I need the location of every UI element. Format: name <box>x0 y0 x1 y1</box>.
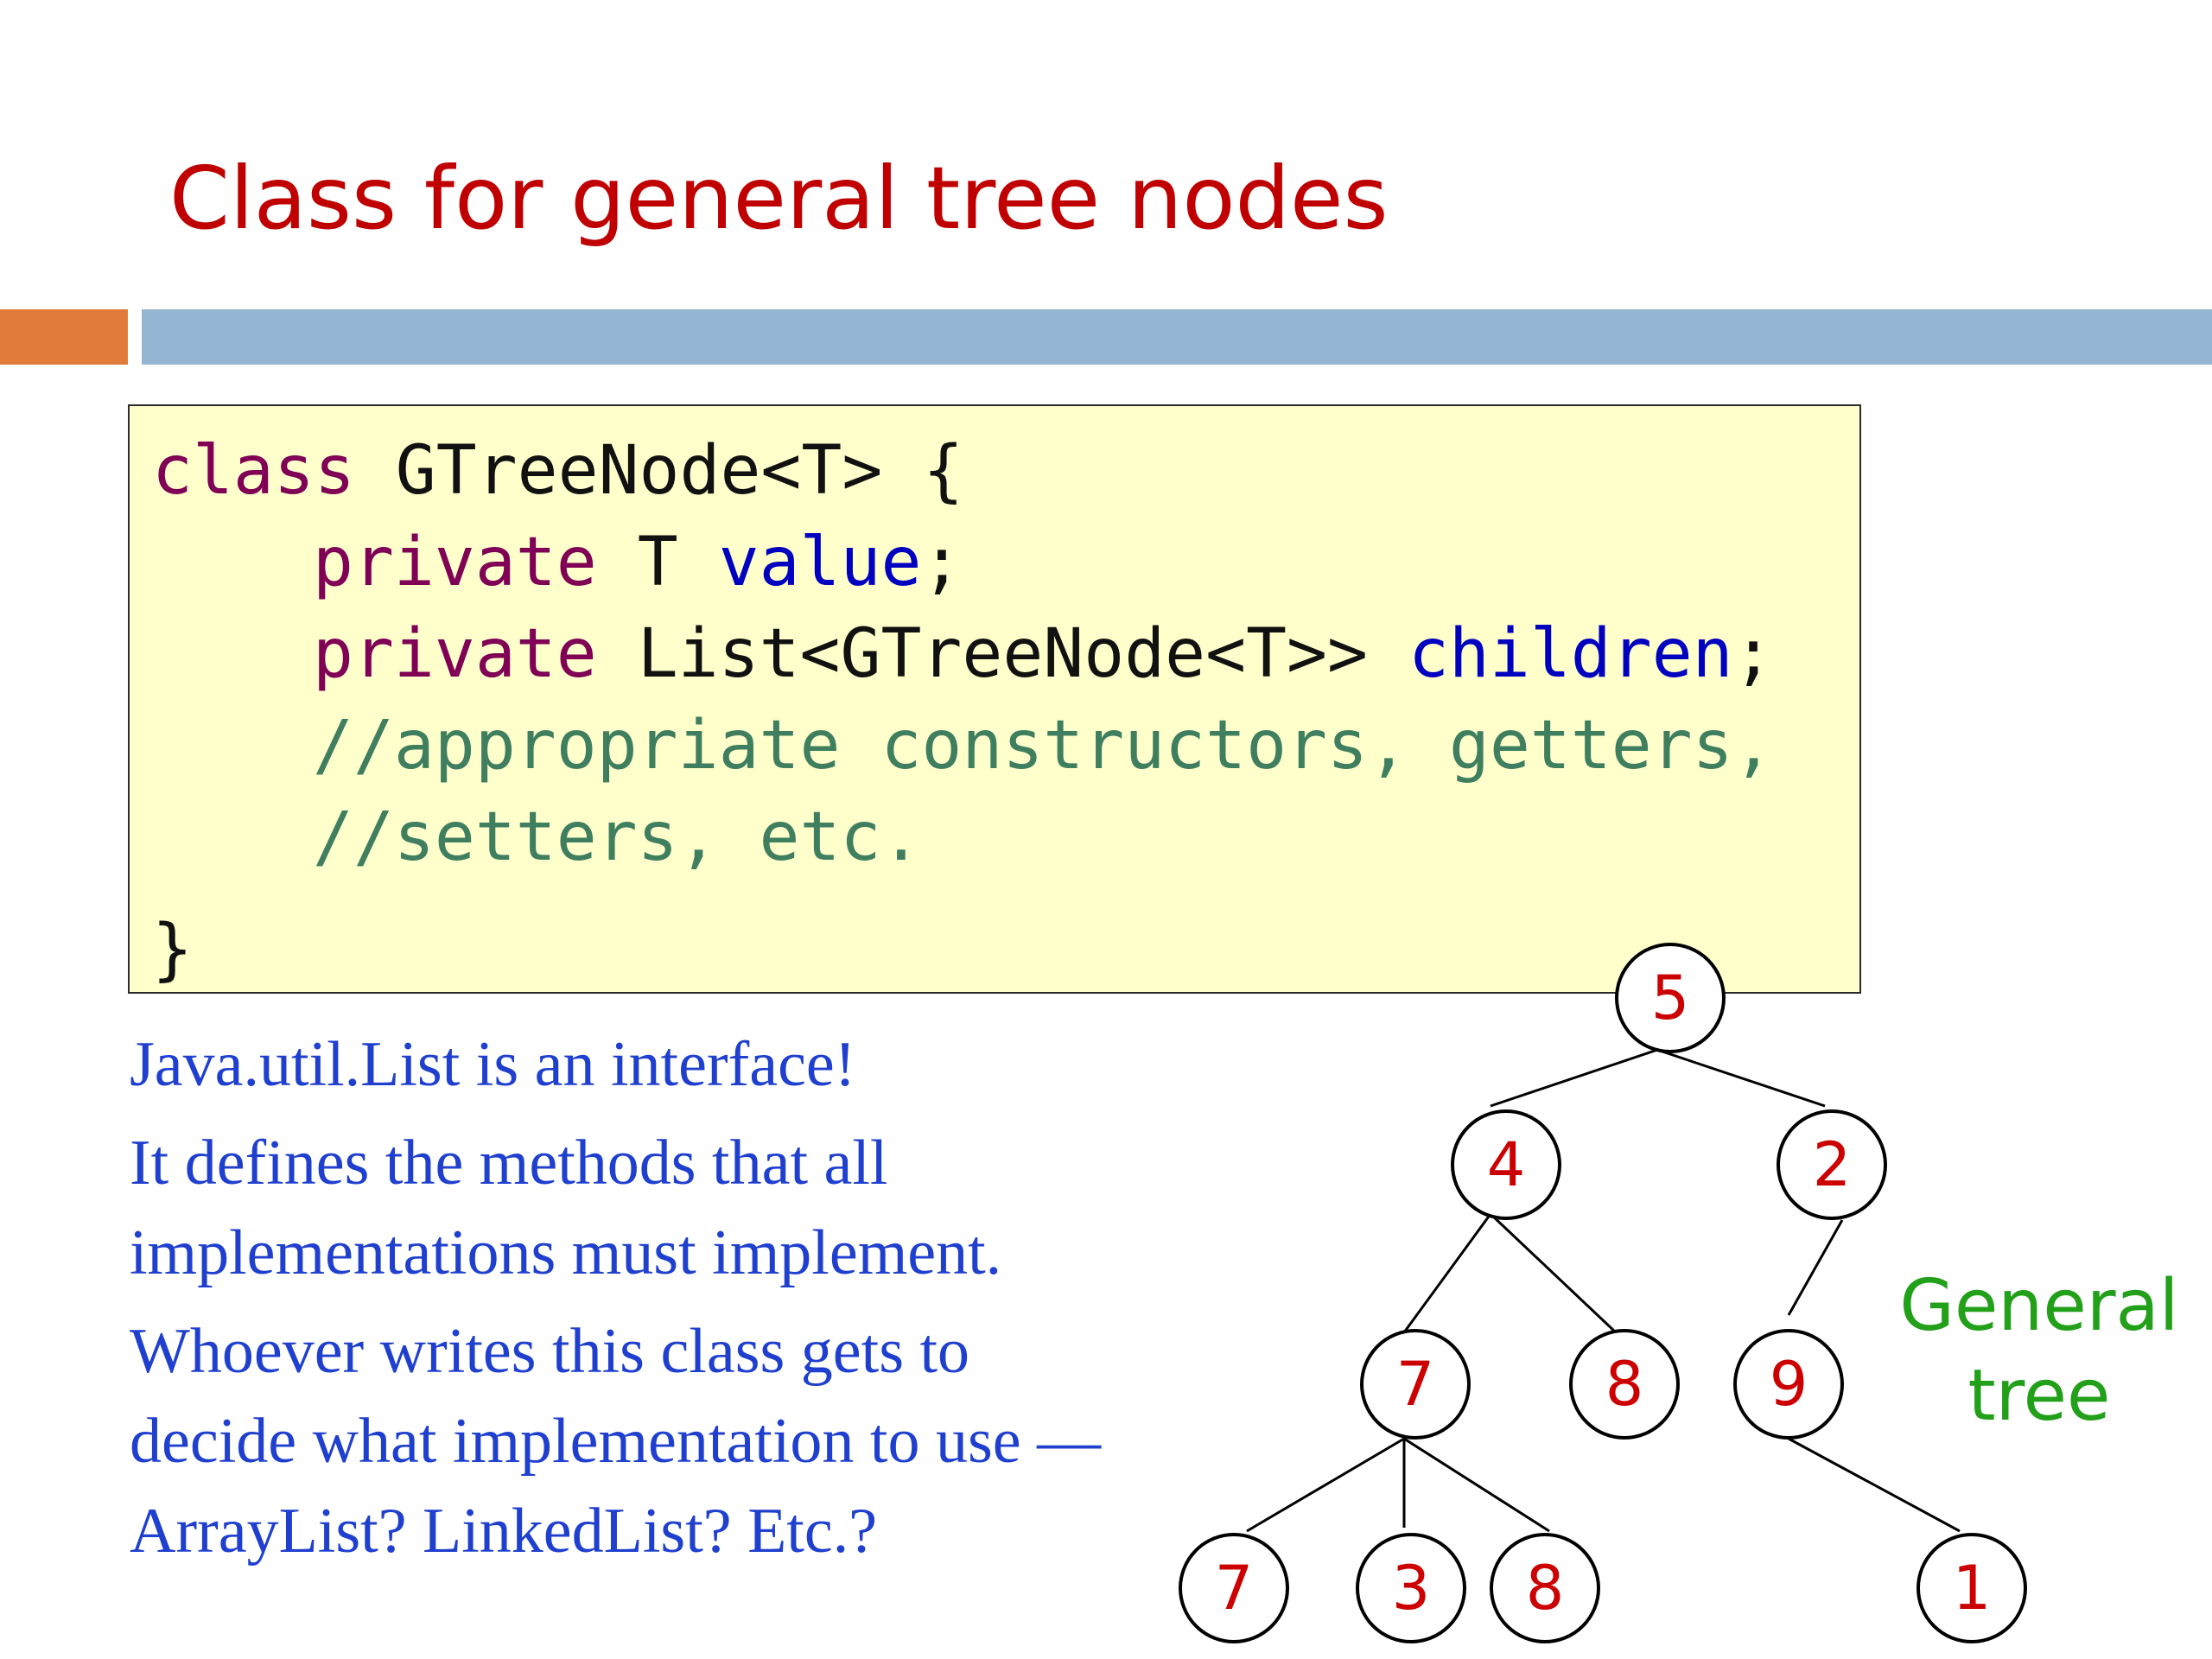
code-class-signature: GTreeNode<T> { <box>354 432 964 510</box>
tree-node <box>1451 1109 1561 1220</box>
tree-node-label: 2 <box>1813 1129 1852 1200</box>
code-closing-brace: } <box>152 911 193 988</box>
tree-node <box>1569 1329 1680 1440</box>
tree-edge <box>1788 1437 1961 1533</box>
general-tree-label-line: tree <box>1967 1355 2111 1437</box>
tree-node-label: 7 <box>1396 1349 1435 1420</box>
code-line-closing-brace: } <box>152 904 1859 995</box>
code-type: T <box>596 524 719 601</box>
code-line-value-field: private T value; <box>152 517 1859 608</box>
tree-node <box>1490 1533 1600 1643</box>
tree-edge <box>1489 1212 1618 1334</box>
tree-edge <box>1787 1219 1844 1316</box>
tree-node <box>1777 1109 1887 1220</box>
tree-node <box>1916 1533 2027 1643</box>
note-line: Java.util.List is an interface! <box>130 1029 856 1100</box>
tree-edge <box>1402 1213 1492 1333</box>
note-line: decide what implementation to use — <box>130 1406 1102 1477</box>
code-line-children-field: private List<GTreeNode<T>> children; <box>152 608 1859 700</box>
tree-edge <box>1246 1437 1405 1533</box>
code-comment: //appropriate constructors, getters, <box>313 707 1774 785</box>
tree-node-label: 1 <box>1953 1553 1992 1624</box>
code-line-class-declaration: class GTreeNode<T> { <box>152 425 1859 517</box>
tree-node <box>1615 943 1726 1053</box>
title-accent-bar-blue <box>142 309 2212 365</box>
tree-node <box>1733 1329 1844 1440</box>
tree-edge <box>1656 1048 1826 1108</box>
notes-text-block: Java.util.List is an interface! It defin… <box>130 1020 1253 1576</box>
code-semicolon: ; <box>921 524 963 601</box>
tree-node <box>1356 1533 1466 1643</box>
code-block: class GTreeNode<T> { private T value; pr… <box>128 404 1861 994</box>
slide-title: Class for general tree nodes <box>169 148 1389 249</box>
code-semicolon: ; <box>1732 615 1774 693</box>
title-accent-bar-orange <box>0 309 128 365</box>
code-type: List<GTreeNode<T>> <box>596 615 1408 693</box>
note-line: Whoever writes this class gets to <box>130 1316 970 1387</box>
tree-node-label: 7 <box>1215 1553 1254 1624</box>
note-line: implementations must implement. <box>130 1217 1002 1288</box>
code-field-name: value <box>718 524 922 601</box>
general-tree-label-line: General <box>1899 1265 2179 1347</box>
tree-node-label: 5 <box>1651 963 1690 1033</box>
note-line: It defines the methods that all <box>130 1128 888 1198</box>
code-line-comment: //appropriate constructors, getters, <box>152 700 1859 791</box>
tree-node-label: 8 <box>1526 1553 1565 1624</box>
code-comment: //setters, etc. <box>313 798 922 876</box>
code-keyword: private <box>313 524 597 601</box>
tree-node-label: 8 <box>1605 1349 1644 1420</box>
note-line: ArrayList? LinkedList? Etc.? <box>130 1496 878 1567</box>
tree-node-label: 9 <box>1770 1349 1808 1420</box>
code-field-name: children <box>1408 615 1733 693</box>
tree-edge <box>1403 1437 1550 1533</box>
tree-node-label: 3 <box>1392 1553 1431 1624</box>
code-keyword: class <box>152 432 355 510</box>
tree-edge <box>1490 1048 1658 1108</box>
tree-node-label: 4 <box>1487 1129 1526 1200</box>
tree-node <box>1360 1329 1471 1440</box>
general-tree-label: General tree <box>1858 1262 2212 1441</box>
code-keyword: private <box>313 615 597 693</box>
tree-node <box>1179 1533 1289 1643</box>
code-line-comment: //setters, etc. <box>152 791 1859 883</box>
